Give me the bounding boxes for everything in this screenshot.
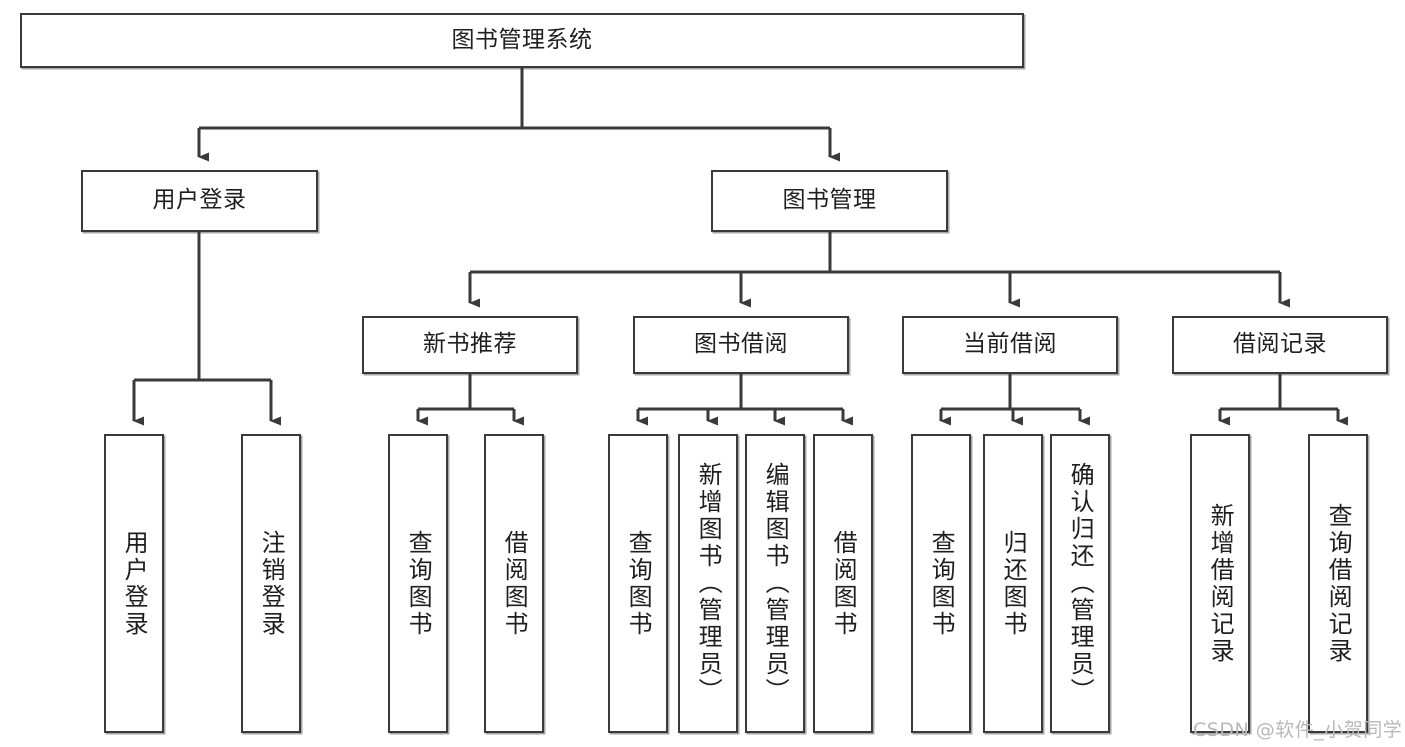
leaf-confirm-return-admin[interactable]: 确认归还（管理员） bbox=[1050, 434, 1110, 733]
leaf-query-book-recommend-label: 查询图书 bbox=[404, 529, 433, 638]
csdn-watermark: CSDN @软件_小贺同学 bbox=[1193, 719, 1403, 741]
leaf-logout[interactable]: 注销登录 bbox=[241, 434, 301, 733]
leaf-user-login[interactable]: 用户登录 bbox=[104, 434, 164, 733]
node-new-book-recommend[interactable]: 新书推荐 bbox=[362, 316, 578, 374]
leaf-borrow-book-recommend[interactable]: 借阅图书 bbox=[484, 434, 544, 733]
leaf-return-book[interactable]: 归还图书 bbox=[983, 434, 1043, 733]
leaf-add-borrow-record-label: 新增借阅记录 bbox=[1206, 502, 1235, 665]
node-book-manage[interactable]: 图书管理 bbox=[711, 170, 948, 232]
leaf-query-book-current-label: 查询图书 bbox=[927, 529, 956, 638]
leaf-edit-book-admin[interactable]: 编辑图书（管理员） bbox=[745, 434, 805, 733]
leaf-add-book-admin-label: 新增图书（管理员） bbox=[694, 462, 723, 705]
node-root[interactable]: 图书管理系统 bbox=[20, 13, 1024, 68]
leaf-query-borrow-record-label: 查询借阅记录 bbox=[1324, 502, 1353, 665]
node-current-borrow[interactable]: 当前借阅 bbox=[902, 316, 1118, 374]
node-new-book-recommend-label: 新书推荐 bbox=[423, 331, 517, 358]
leaf-user-login-label: 用户登录 bbox=[120, 529, 149, 638]
leaf-query-book-current[interactable]: 查询图书 bbox=[911, 434, 971, 733]
leaf-edit-book-admin-label: 编辑图书（管理员） bbox=[761, 462, 790, 705]
node-book-borrow[interactable]: 图书借阅 bbox=[633, 316, 849, 374]
node-book-manage-label: 图书管理 bbox=[782, 187, 877, 214]
leaf-add-book-admin[interactable]: 新增图书（管理员） bbox=[678, 434, 738, 733]
leaf-query-book-recommend[interactable]: 查询图书 bbox=[388, 434, 448, 733]
node-book-borrow-label: 图书借阅 bbox=[694, 331, 788, 358]
node-user-login[interactable]: 用户登录 bbox=[81, 170, 318, 232]
leaf-borrow-book-recommend-label: 借阅图书 bbox=[500, 529, 529, 638]
leaf-logout-label: 注销登录 bbox=[257, 529, 286, 638]
node-borrow-record[interactable]: 借阅记录 bbox=[1172, 316, 1388, 374]
leaf-query-borrow-record[interactable]: 查询借阅记录 bbox=[1308, 434, 1368, 733]
leaf-query-book-borrow-label: 查询图书 bbox=[624, 529, 653, 638]
leaf-borrow-book-borrow-label: 借阅图书 bbox=[829, 529, 858, 638]
node-root-label: 图书管理系统 bbox=[451, 26, 593, 53]
node-borrow-record-label: 借阅记录 bbox=[1233, 331, 1327, 358]
node-current-borrow-label: 当前借阅 bbox=[963, 331, 1057, 358]
leaf-borrow-book-borrow[interactable]: 借阅图书 bbox=[813, 434, 873, 733]
leaf-query-book-borrow[interactable]: 查询图书 bbox=[608, 434, 668, 733]
leaf-return-book-label: 归还图书 bbox=[999, 529, 1028, 638]
leaf-add-borrow-record[interactable]: 新增借阅记录 bbox=[1190, 434, 1250, 733]
leaf-confirm-return-admin-label: 确认归还（管理员） bbox=[1066, 462, 1095, 705]
node-user-login-label: 用户登录 bbox=[152, 187, 247, 214]
